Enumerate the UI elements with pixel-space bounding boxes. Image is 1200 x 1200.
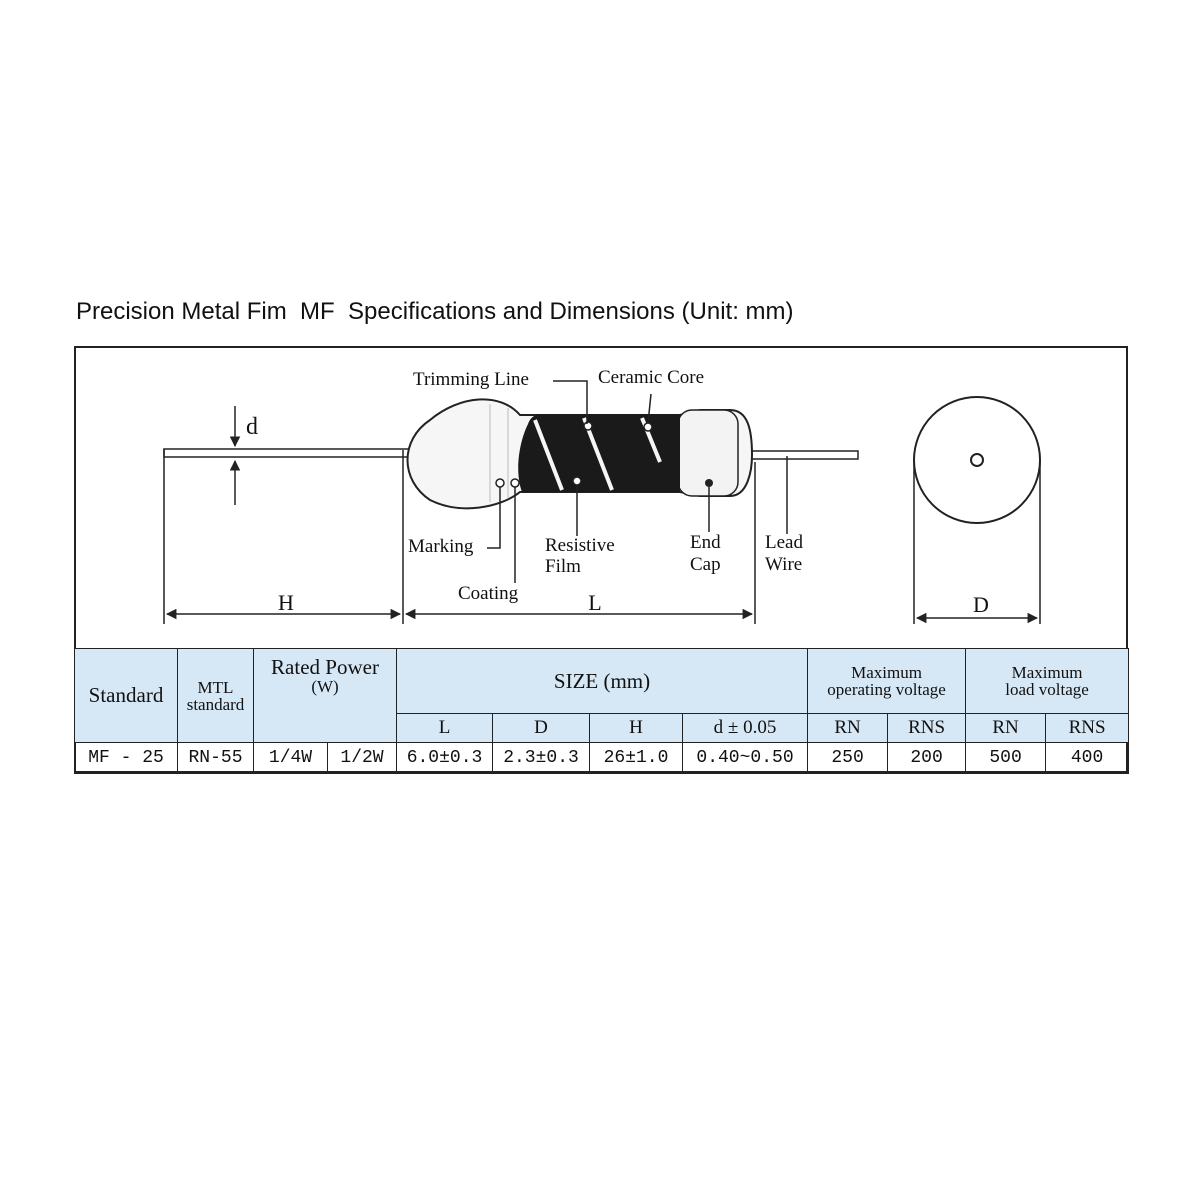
cell-rns-load: 400 — [1045, 742, 1130, 774]
leader-lines — [487, 380, 788, 583]
header-size: SIZE (mm) — [395, 648, 809, 714]
subheader-rns-operating: RNS — [887, 713, 967, 743]
header-rated-power-line2: (W) — [311, 677, 339, 696]
header-max-op-line2: operating voltage — [827, 680, 946, 699]
part-labels: Trimming Line Ceramic Core Marking Coati… — [408, 367, 803, 604]
header-mtl-standard: MTL standard — [177, 648, 254, 743]
d-dimension: d — [222, 406, 258, 505]
cell-H: 26±1.0 — [589, 742, 683, 774]
subheader-L: L — [396, 713, 493, 743]
cell-D: 2.3±0.3 — [492, 742, 590, 774]
end-view: D — [913, 396, 1041, 624]
spec-table: Standard MTL standard Rated Power (W) SI… — [74, 648, 1130, 774]
cell-d: 0.40~0.50 — [681, 742, 809, 774]
header-mtl-line2: standard — [186, 694, 245, 714]
header-max-op-line1: Maximum — [851, 663, 922, 682]
cell-standard: MF - 25 — [74, 742, 178, 774]
cell-rn-operating: 250 — [807, 742, 889, 774]
cell-rn-load: 500 — [965, 742, 1047, 774]
lead-wire-label-line1: Lead — [765, 532, 803, 553]
marking-label: Marking — [408, 536, 474, 557]
header-max-load-line1: Maximum — [1011, 663, 1083, 682]
header-mtl-line1: MTL — [197, 677, 234, 697]
resistive-film-label-line1: Resistive — [545, 535, 615, 556]
trimming-line-label: Trimming Line — [413, 369, 529, 390]
subheader-rn-operating: RN — [807, 713, 889, 743]
table-row: MF - 25 RN-55 1/4W 1/2W 6.0±0.3 2.3±0.3 … — [74, 742, 1130, 774]
header-rated-power-line1: Rated Power — [271, 655, 379, 679]
subheader-rns-load: RNS — [1045, 713, 1130, 743]
h-dimension: H — [165, 590, 402, 620]
coating-label: Coating — [458, 583, 519, 604]
cell-mtl: RN-55 — [177, 742, 254, 774]
end-cap-label-line1: End — [690, 532, 721, 553]
header-rated-power: Rated Power (W) — [253, 648, 397, 743]
header-standard: Standard — [74, 648, 178, 743]
subheader-rn-load: RN — [965, 713, 1047, 743]
resistive-film-label-line2: Film — [545, 556, 581, 577]
subheader-d: d ± 0.05 — [681, 713, 809, 743]
header-max-operating-voltage: Maximum operating voltage — [807, 648, 967, 714]
page-title: Precision Metal Fim MF Specifications an… — [76, 298, 794, 325]
header-max-load-voltage: Maximum load voltage — [965, 648, 1130, 714]
resistor-body — [402, 398, 756, 624]
subheader-H: H — [589, 713, 683, 743]
d-label: d — [246, 414, 258, 440]
lead-wire-label-line2: Wire — [765, 554, 802, 575]
cell-L: 6.0±0.3 — [396, 742, 493, 774]
subheader-D: D — [492, 713, 590, 743]
cell-power-1: 1/4W — [253, 742, 328, 774]
header-max-load-line2: load voltage — [1005, 680, 1089, 699]
h-label: H — [278, 590, 294, 615]
l-dimension: L — [404, 590, 754, 620]
cell-rns-operating: 200 — [887, 742, 967, 774]
end-cap-label-line2: Cap — [690, 554, 721, 575]
right-lead-wire — [744, 450, 859, 460]
cell-power-2: 1/2W — [327, 742, 397, 774]
d-diameter-label: D — [973, 592, 989, 617]
l-label: L — [588, 590, 601, 615]
ceramic-core-label: Ceramic Core — [598, 367, 704, 388]
